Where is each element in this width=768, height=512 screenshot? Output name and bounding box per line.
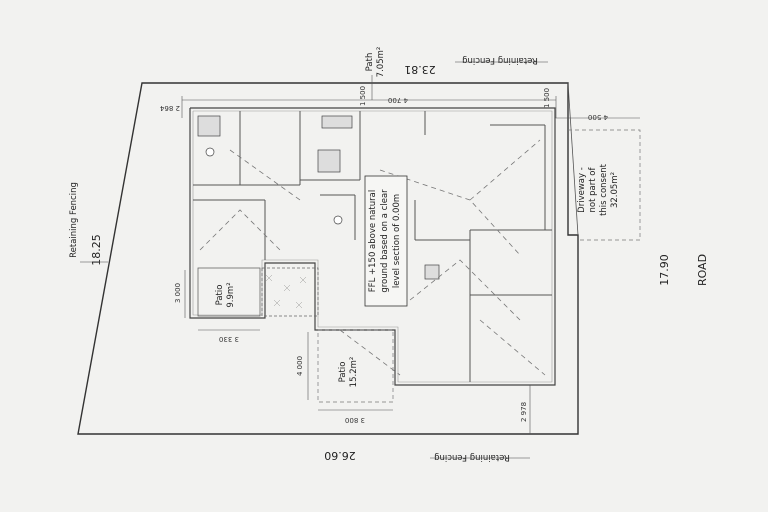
- dim-bottom-offset: 2 978: [520, 402, 528, 422]
- bathroom-fixtures: [197, 115, 440, 280]
- driveway-outline: [568, 129, 641, 241]
- retaining-fencing-left: Retaining Fencing: [69, 182, 79, 258]
- dim-top-left-offset: 2 864: [159, 104, 180, 112]
- patio-1-name: Patio: [215, 285, 225, 306]
- dim-patio1-height: 3 000: [174, 283, 182, 303]
- path-label: Path: [365, 53, 375, 72]
- dim-right-setback: 4 500: [588, 113, 608, 121]
- ffl-note-box: [364, 175, 408, 307]
- driveway-line3: this consent: [599, 163, 609, 216]
- retaining-fencing-bottom: Retaining Fencing: [434, 452, 510, 462]
- interior-walls: [193, 111, 552, 382]
- road-label: ROAD: [696, 254, 709, 286]
- ffl-line2: ground based on a clear: [380, 189, 390, 293]
- driveway-line1: Driveway -: [577, 167, 587, 213]
- left-boundary-length: 18.25: [90, 234, 103, 266]
- ffl-line3: level section of 0.00m: [392, 194, 402, 288]
- roof-lines: [199, 139, 546, 376]
- dimension-lines: [181, 75, 640, 434]
- patio-2-area: [317, 329, 394, 403]
- patio-2-area: 15.2m²: [349, 357, 359, 388]
- patio-1-area: 9.9m²: [226, 282, 236, 307]
- dim-patio2-width: 3 800: [345, 416, 365, 424]
- dim-patio1-width: 3 330: [219, 335, 239, 343]
- ffl-line1: FFL +150 above natural: [368, 190, 378, 292]
- dim-top-right-offset: 1 500: [543, 88, 551, 108]
- bottom-boundary-length: 26.60: [324, 449, 356, 462]
- house-outline: [189, 107, 556, 386]
- path-area: 7.05m²: [376, 47, 386, 78]
- right-boundary-length: 17.90: [658, 254, 671, 286]
- dim-patio2-height: 4 000: [296, 356, 304, 376]
- driveway-line4: 32.05m²: [610, 172, 620, 208]
- patio-1-area: [197, 267, 319, 317]
- property-boundary: [77, 82, 579, 435]
- top-boundary-length: 23.81: [404, 63, 436, 76]
- retaining-fencing-top: Retaining Fencing: [462, 55, 538, 65]
- dim-path-offset: 1 500: [359, 86, 367, 106]
- patio-2-name: Patio: [338, 362, 348, 383]
- boundary-corner: [567, 82, 579, 236]
- driveway-line2: not part of: [588, 167, 598, 213]
- dim-top-run: 4 700: [388, 96, 408, 104]
